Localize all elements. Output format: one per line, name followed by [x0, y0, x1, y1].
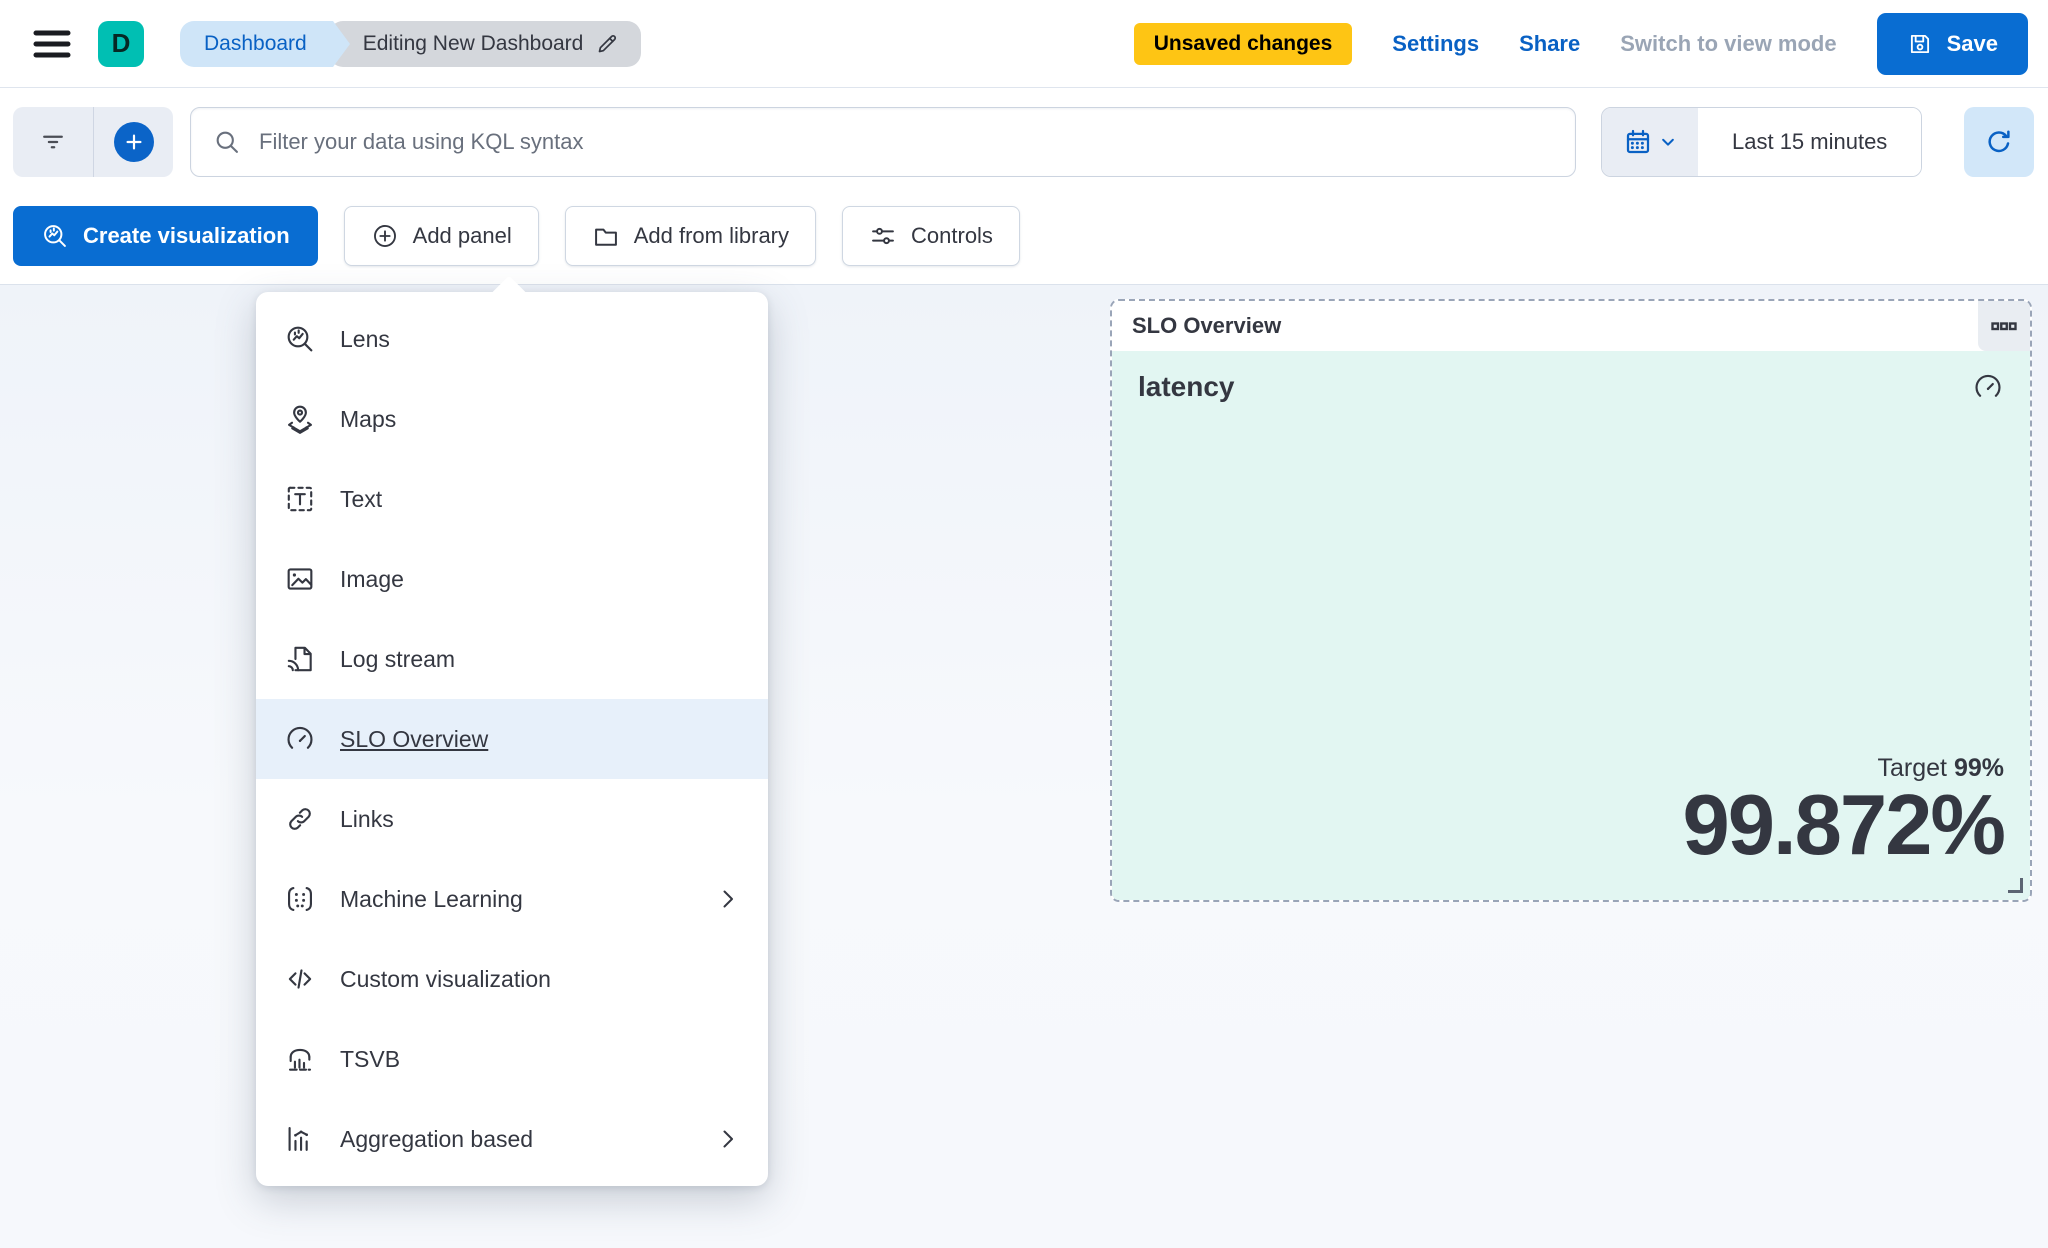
code-icon [288, 969, 312, 989]
save-button[interactable]: Save [1876, 12, 2028, 75]
links-icon [289, 808, 311, 830]
slo-target-label: Target [1877, 754, 1947, 783]
filter-button[interactable] [13, 107, 93, 177]
share-link[interactable]: Share [1519, 30, 1581, 56]
search-icon [216, 131, 238, 153]
menu-item-machine-learning[interactable]: Machine Learning [256, 859, 768, 939]
refresh-icon [1988, 130, 2010, 153]
time-picker: Last 15 minutes [1601, 107, 1923, 177]
kql-search-input[interactable] [259, 129, 1553, 155]
menu-item-label: Text [340, 485, 383, 512]
chevron-right-icon [723, 890, 733, 908]
menu-item-tsvb[interactable]: TSVB [256, 1019, 768, 1099]
menu-item-label: Custom visualization [340, 965, 551, 992]
save-icon [1910, 34, 1929, 53]
menu-item-label: SLO Overview [340, 725, 489, 752]
panel-options-button[interactable] [1978, 301, 2030, 351]
aggregation-icon [288, 1127, 308, 1151]
settings-link[interactable]: Settings [1392, 30, 1480, 56]
slo-target-value: 99% [1953, 754, 2004, 783]
slo-overview-panel[interactable]: SLO Overview latency Target 99% 99.872% [1110, 299, 2032, 902]
slo-gauge-icon [287, 726, 313, 749]
menu-item-log-stream[interactable]: Log stream [256, 619, 768, 699]
controls-sliders-icon [872, 227, 894, 245]
maps-icon [288, 405, 312, 434]
chevron-right-icon [723, 1130, 733, 1148]
slo-panel-header: SLO Overview [1112, 301, 2030, 351]
menu-item-maps[interactable]: Maps [256, 379, 768, 459]
panel-resize-handle[interactable] [2008, 878, 2023, 893]
folder-icon [594, 228, 617, 246]
menu-item-label: Image [340, 565, 404, 592]
query-toolbar: Last 15 minutes [0, 88, 2048, 196]
refresh-button[interactable] [1964, 107, 2035, 177]
menu-item-text[interactable]: Text [256, 459, 768, 539]
slo-value: 99.872% [1682, 778, 2006, 874]
menu-item-label: Machine Learning [340, 885, 523, 912]
add-panel-button[interactable]: Add panel [343, 206, 539, 266]
tsvb-icon [288, 1048, 312, 1071]
image-icon [287, 568, 313, 590]
filter-icon [43, 135, 63, 149]
menu-item-label: Log stream [340, 645, 456, 672]
menu-item-label: Aggregation based [340, 1125, 534, 1152]
save-button-label: Save [1946, 30, 1998, 56]
menu-item-label: TSVB [340, 1045, 401, 1072]
breadcrumb-current[interactable]: Editing New Dashboard [328, 20, 642, 67]
breadcrumb-arrow [332, 20, 350, 67]
switch-to-view-mode-link[interactable]: Switch to view mode [1620, 30, 1837, 56]
unsaved-changes-badge: Unsaved changes [1133, 22, 1353, 65]
dashboard-actions-bar: Create visualization Add panel Add from … [0, 196, 2048, 285]
controls-label: Controls [911, 223, 993, 248]
menu-item-aggregation-based[interactable]: Aggregation based [256, 1099, 768, 1179]
log-stream-icon [287, 646, 312, 672]
kql-search-box [190, 107, 1576, 177]
breadcrumb: Dashboard Editing New Dashboard [180, 20, 642, 67]
hamburger-icon [33, 30, 71, 57]
slo-target: Target 99% [1682, 754, 2004, 783]
add-from-library-label: Add from library [633, 223, 790, 248]
dashboard-canvas: Lens Maps Text Image Log stream SLO Over… [0, 275, 2048, 1248]
menu-toggle-button[interactable] [20, 12, 84, 76]
slo-metric-name: latency [1138, 371, 1235, 402]
slo-gauge-icon [1975, 374, 2001, 397]
text-icon [287, 486, 313, 512]
menu-item-links[interactable]: Links [256, 779, 768, 859]
lens-icon [44, 225, 66, 247]
lens-icon [287, 326, 313, 352]
calendar-icon [1626, 129, 1650, 154]
menu-item-label: Maps [340, 405, 397, 432]
breadcrumb-dashboard[interactable]: Dashboard [180, 20, 333, 67]
menu-item-image[interactable]: Image [256, 539, 768, 619]
add-filter-circle [113, 122, 154, 162]
time-range-button[interactable]: Last 15 minutes [1698, 108, 1922, 176]
app-header: D Dashboard Editing New Dashboard Unsave… [0, 0, 2048, 88]
menu-item-label: Links [340, 805, 394, 832]
breadcrumb-current-label: Editing New Dashboard [362, 31, 584, 55]
slo-panel-title: SLO Overview [1132, 313, 1282, 338]
time-picker-calendar-button[interactable] [1602, 108, 1698, 176]
menu-item-slo-overview[interactable]: SLO Overview [256, 699, 768, 779]
slo-panel-body: latency Target 99% 99.872% [1112, 351, 2030, 900]
pencil-icon [599, 34, 617, 52]
plus-circle-icon [373, 225, 396, 247]
add-panel-menu: Lens Maps Text Image Log stream SLO Over… [256, 275, 768, 1186]
space-avatar[interactable]: D [98, 20, 144, 67]
controls-button[interactable]: Controls [842, 206, 1020, 266]
add-from-library-button[interactable]: Add from library [564, 206, 817, 266]
panel-options-icon [1991, 322, 2017, 331]
menu-item-label: Lens [340, 325, 390, 352]
add-filter-button[interactable] [93, 107, 173, 177]
chevron-down-icon [1662, 138, 1674, 146]
create-visualization-label: Create visualization [83, 223, 290, 248]
create-visualization-button[interactable]: Create visualization [13, 206, 318, 266]
menu-item-custom-visualization[interactable]: Custom visualization [256, 939, 768, 1019]
add-panel-label: Add panel [412, 223, 512, 248]
plus-icon [125, 134, 142, 150]
menu-item-lens[interactable]: Lens [256, 299, 768, 379]
machine-learning-icon [288, 887, 312, 911]
filter-controls-group [13, 107, 173, 177]
